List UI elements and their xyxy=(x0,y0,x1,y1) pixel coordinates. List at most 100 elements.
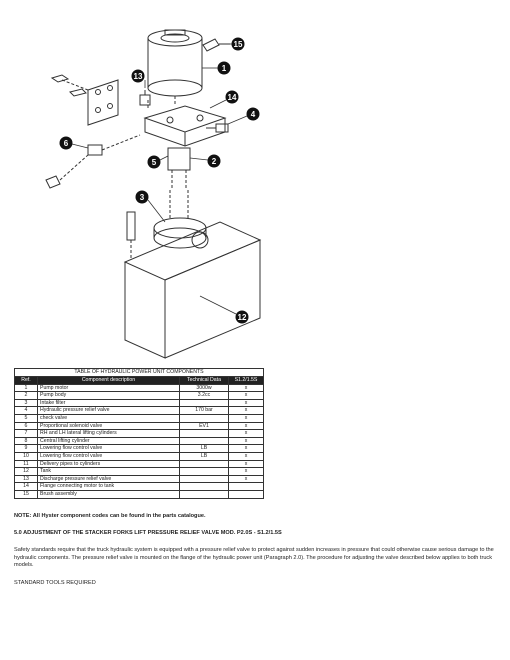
cell-technical-data: LB xyxy=(179,444,229,453)
cell-description: Delivery pipes to cylinders xyxy=(37,459,180,469)
table-title: TABLE OF HYDRAULIC POWER UNIT COMPONENTS xyxy=(14,368,264,376)
cell-model: x xyxy=(228,436,264,446)
cell-ref: 15 xyxy=(14,489,38,499)
pressure-relief-valve xyxy=(206,123,229,133)
callout-label-14: 14 xyxy=(228,93,237,102)
cell-description: Brush assembly xyxy=(37,489,180,499)
header-technical-data: Technical Data xyxy=(179,376,229,385)
cell-technical-data xyxy=(179,489,229,499)
hydraulic-power-unit-diagram: 15 1 13 14 4 6 5 xyxy=(45,29,262,359)
cell-technical-data xyxy=(179,398,229,408)
cell-technical-data xyxy=(179,459,229,469)
cell-ref: 12 xyxy=(14,467,38,476)
cell-description: Tank xyxy=(37,467,180,476)
cell-model: x xyxy=(228,467,264,476)
cell-description: Lowering flow control valve xyxy=(37,444,180,453)
cell-description: Lowering flow control valve xyxy=(37,451,180,461)
cell-technical-data xyxy=(179,467,229,476)
cell-ref: 8 xyxy=(14,436,38,446)
callout-5: 5 xyxy=(147,155,169,169)
cell-technical-data xyxy=(179,436,229,446)
callout-label-5: 5 xyxy=(152,158,157,167)
cell-ref: 6 xyxy=(14,421,38,431)
cell-description: Pump motor xyxy=(37,383,180,393)
header-model: S1.2/1.5S xyxy=(228,376,264,385)
tools-heading: STANDARD TOOLS REQUIRED xyxy=(14,580,96,586)
callout-2: 2 xyxy=(189,154,221,168)
cell-description: Discharge pressure relief valve xyxy=(37,474,180,484)
cell-model: x xyxy=(228,398,264,408)
cell-model: x xyxy=(228,421,264,431)
callout-label-6: 6 xyxy=(64,139,69,148)
cell-model: x xyxy=(228,444,264,453)
callout-14: 14 xyxy=(209,90,239,109)
callout-4: 4 xyxy=(227,107,260,125)
cell-technical-data xyxy=(179,429,229,438)
cell-model xyxy=(228,489,264,499)
cell-description: Proportional solenoid valve xyxy=(37,421,180,431)
cell-model: x xyxy=(228,406,264,415)
callout-label-13: 13 xyxy=(134,72,143,81)
cell-ref: 5 xyxy=(14,413,38,423)
header-ref: Ref. xyxy=(14,376,38,385)
cell-technical-data: 3.2cc xyxy=(179,391,229,400)
cell-ref: 10 xyxy=(14,451,38,461)
callout-1: 1 xyxy=(202,61,231,75)
callout-label-2: 2 xyxy=(212,157,217,166)
discharge-relief-valve xyxy=(139,90,151,106)
brush-assembly xyxy=(202,38,230,52)
cell-model: x xyxy=(228,474,264,484)
cell-model: x xyxy=(228,413,264,423)
callout-3: 3 xyxy=(135,190,166,223)
table-header-row: Ref. Component description Technical Dat… xyxy=(14,376,264,385)
callout-label-12: 12 xyxy=(238,313,247,322)
cell-description: RH and LH lateral lifting cylinders xyxy=(37,429,180,438)
callout-label-15: 15 xyxy=(234,40,243,49)
cell-description: Flange connecting motor to tank xyxy=(37,482,180,491)
callout-15: 15 xyxy=(219,37,245,51)
section-heading: 5.0 ADJUSTMENT OF THE STACKER FORKS LIFT… xyxy=(14,530,282,536)
cell-ref: 2 xyxy=(14,391,38,400)
cell-description: Hydraulic pressure relief valve xyxy=(37,406,180,415)
callout-label-1: 1 xyxy=(222,64,227,73)
cell-description: check valve xyxy=(37,413,180,423)
cell-model: x xyxy=(228,429,264,438)
cell-description: Pump body xyxy=(37,391,180,400)
pump-motor xyxy=(147,29,203,97)
cell-model: x xyxy=(228,391,264,400)
cell-technical-data xyxy=(179,413,229,423)
callout-label-3: 3 xyxy=(140,193,145,202)
cell-ref: 13 xyxy=(14,474,38,484)
cell-technical-data xyxy=(179,474,229,484)
cell-technical-data: LB xyxy=(179,451,229,461)
section-paragraph: Safety standards require that the truck … xyxy=(14,547,494,569)
cell-description: Intake filter xyxy=(37,398,180,408)
cell-model: x xyxy=(228,383,264,393)
components-table: TABLE OF HYDRAULIC POWER UNIT COMPONENTS… xyxy=(14,368,264,499)
cell-description: Central lifting cylinder xyxy=(37,436,180,446)
cell-model xyxy=(228,482,264,491)
cell-technical-data: 3000w xyxy=(179,383,229,393)
cell-ref: 7 xyxy=(14,429,38,438)
solenoid-valve xyxy=(45,134,141,189)
callout-12: 12 xyxy=(199,295,249,324)
cell-model: x xyxy=(228,459,264,469)
header-description: Component description xyxy=(37,376,180,385)
callout-6: 6 xyxy=(59,136,89,150)
cell-ref: 9 xyxy=(14,444,38,453)
cell-ref: 4 xyxy=(14,406,38,415)
